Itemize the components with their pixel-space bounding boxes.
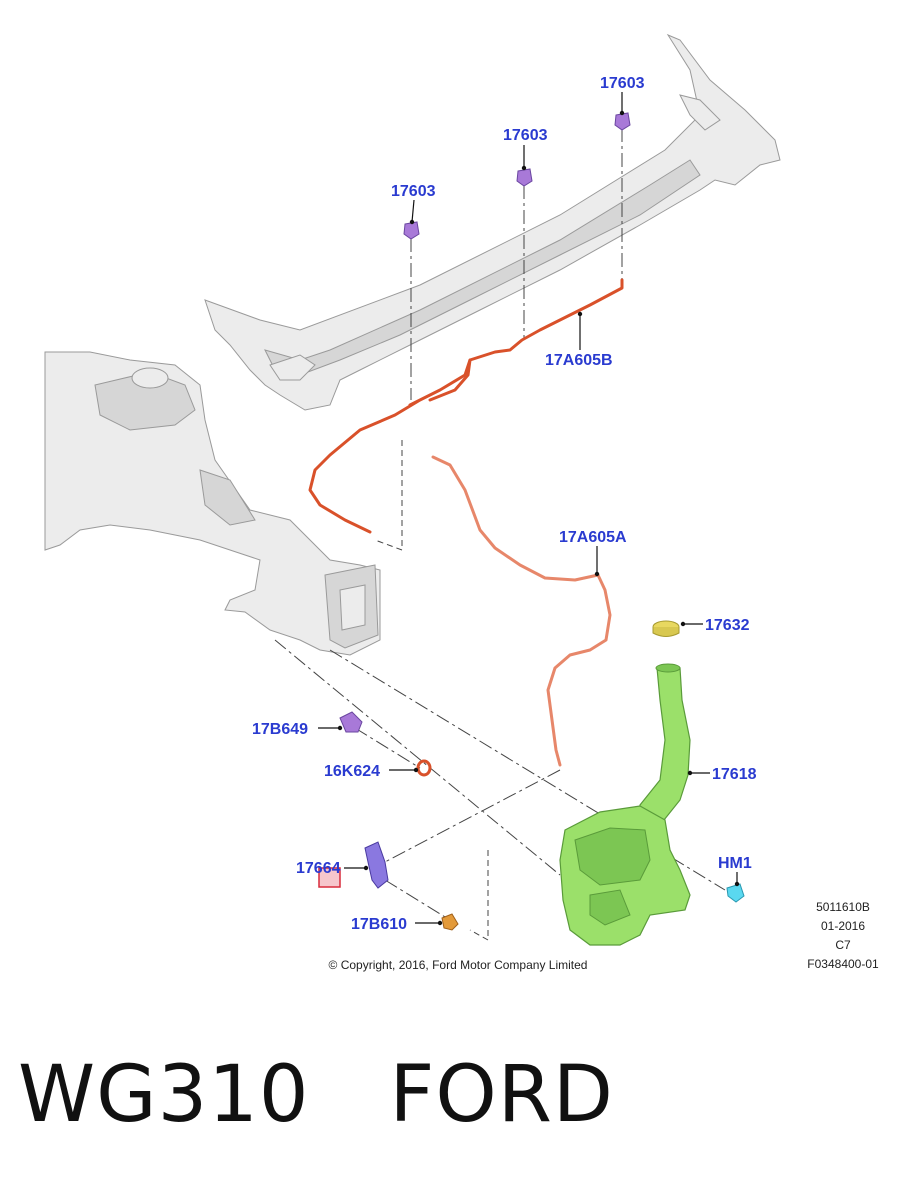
label-filler-neck: 17618	[712, 766, 757, 783]
clip-part	[339, 711, 363, 733]
washer-system-diagram: 17603 17603 17603 17A605B 17A605A 17632 …	[44, 33, 879, 972]
label-hose-lower: 17A605A	[559, 529, 627, 546]
highlight-square	[318, 867, 341, 888]
nozzle-leader-dashes	[410, 128, 623, 400]
label-pump: 17664	[296, 860, 341, 877]
filler-neck-shape	[639, 667, 691, 831]
front-body-structure	[44, 351, 381, 656]
info-line-1: 5011610B	[816, 900, 870, 914]
washer-reservoir	[559, 663, 691, 946]
info-line-3: C7	[835, 938, 851, 952]
label-fastener: HM1	[718, 855, 752, 872]
copyright-text: © Copyright, 2016, Ford Motor Company Li…	[329, 958, 588, 972]
caption-code: WG310	[18, 1050, 310, 1140]
filler-cap	[652, 620, 680, 637]
info-line-4: F0348400-01	[807, 957, 879, 971]
label-pump-connector: 17B610	[351, 916, 407, 933]
hose-upper-branch	[428, 358, 472, 402]
fastener-part	[726, 883, 745, 903]
callout-labels: 17603 17603 17603 17A605B 17A605A 17632 …	[252, 75, 757, 933]
nozzle-parts	[403, 112, 631, 240]
label-clip: 17B649	[252, 721, 308, 738]
label-nozzle-middle: 17603	[503, 127, 548, 144]
connector-part	[441, 913, 459, 931]
label-grommet: 16K624	[324, 763, 380, 780]
callout-leaders	[318, 92, 740, 926]
cowl-panel	[204, 33, 781, 411]
label-filler-cap: 17632	[705, 617, 750, 634]
caption: WG310 FORD	[18, 1050, 614, 1150]
caption-brand: FORD	[389, 1050, 614, 1140]
label-nozzle-left: 17603	[391, 183, 436, 200]
hose-upper-path	[308, 278, 624, 534]
label-nozzle-top-right: 17603	[600, 75, 645, 92]
label-hose-upper: 17A605B	[545, 352, 613, 369]
pump-part	[364, 841, 389, 889]
grommet-part	[416, 759, 432, 777]
hose-lower-path	[431, 455, 612, 767]
info-block: 5011610B 01-2016 C7 F0348400-01	[807, 900, 879, 971]
info-line-2: 01-2016	[821, 919, 865, 933]
